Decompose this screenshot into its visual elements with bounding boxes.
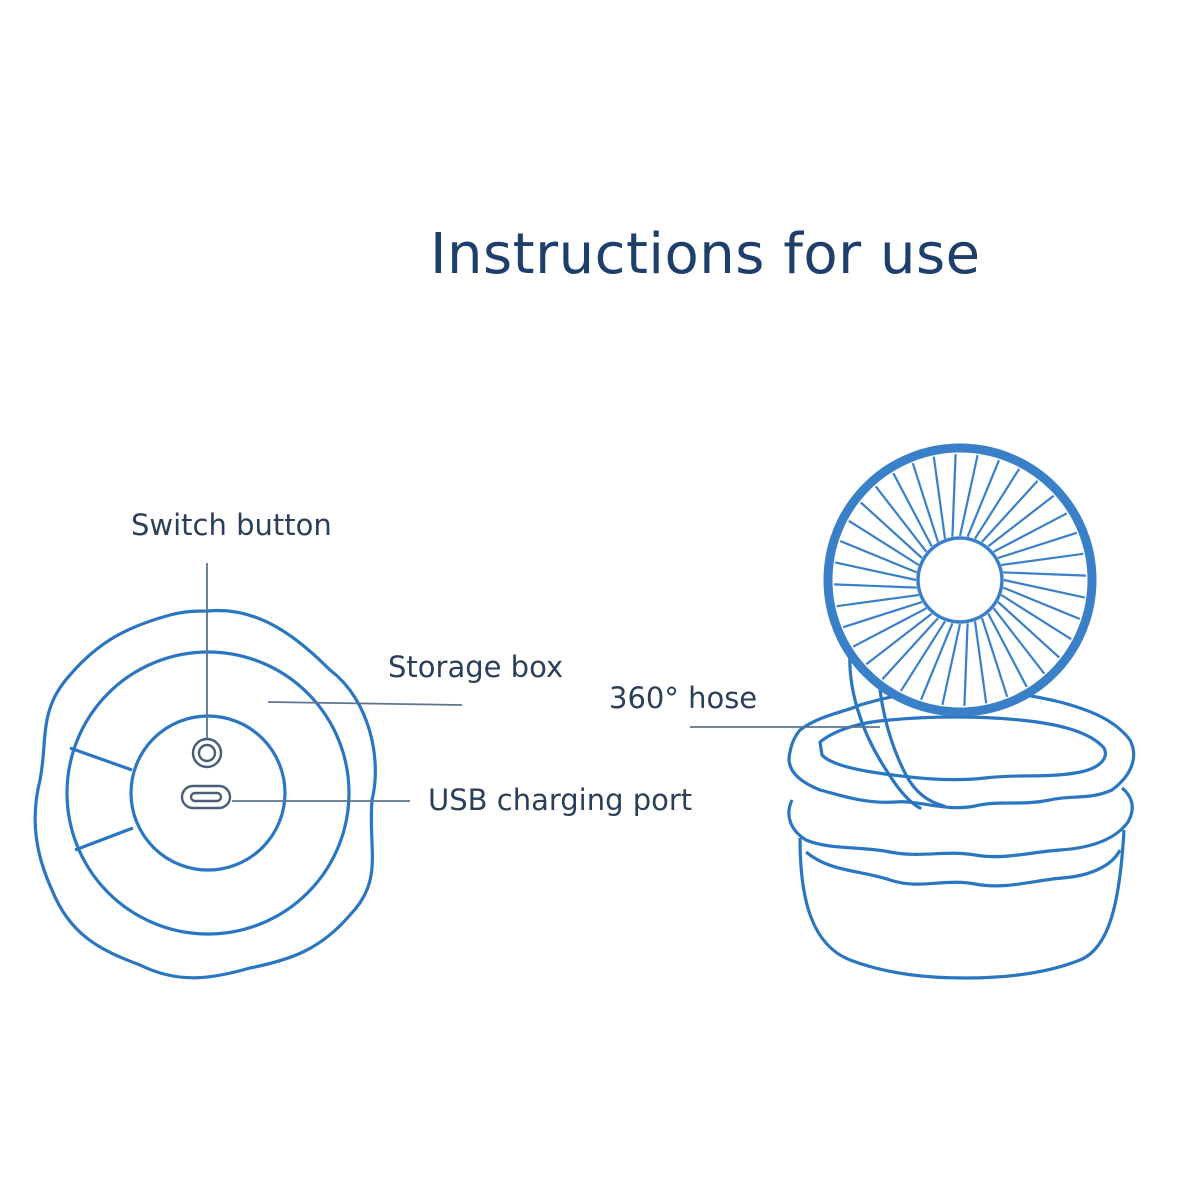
power-icon <box>191 737 223 769</box>
hose-label: 360° hose <box>609 681 758 715</box>
fan-blade <box>987 613 1028 688</box>
fan-blade <box>997 601 1061 659</box>
fan-blade <box>993 512 1068 553</box>
fan-blade <box>941 623 962 706</box>
storage-divider-upper <box>69 746 133 772</box>
fan-blade <box>1003 578 1086 599</box>
fan-blade <box>958 454 979 537</box>
control-panel-circle <box>129 714 287 872</box>
fan-blade <box>842 600 923 629</box>
base-middle-tier <box>787 786 1134 859</box>
fan-blade <box>1001 552 1084 567</box>
fan-blade <box>839 539 918 574</box>
fan-blade <box>932 456 947 539</box>
fan-blade <box>966 459 1001 538</box>
storage-leader-line <box>267 701 463 706</box>
fan-base-side-view <box>787 688 1136 980</box>
fan-blade <box>919 622 954 701</box>
base-top-view <box>33 608 377 980</box>
fan-blade <box>859 501 923 559</box>
fan-blade <box>951 454 957 537</box>
fan-blade <box>874 485 928 553</box>
fan-blade <box>997 531 1078 560</box>
fan-hub <box>916 536 1004 624</box>
hose-inner-edge <box>878 688 946 808</box>
storage-box-label: Storage box <box>388 650 564 684</box>
usb-charging-port-label: USB charging port <box>428 783 693 817</box>
fan-blade <box>836 593 919 608</box>
storage-divider-lower <box>74 826 134 852</box>
fan-blade <box>881 617 939 681</box>
fan-blade <box>974 468 1021 540</box>
base-top-inner <box>818 715 1107 782</box>
fan-blade <box>848 519 920 566</box>
fan-blade <box>987 494 1055 548</box>
fan-blade <box>892 472 933 547</box>
fan-blade <box>865 612 933 666</box>
fan-blade <box>834 583 917 589</box>
hose-outer-edge <box>848 650 922 810</box>
usb-c-port-icon <box>180 784 232 810</box>
fan-blade <box>963 623 969 706</box>
base-bottom-body <box>798 829 1126 980</box>
fan-head <box>823 443 1097 717</box>
leader-lines-left <box>206 563 463 802</box>
fan-blade <box>980 617 1009 698</box>
fan-blade <box>899 620 946 692</box>
fan-blade <box>992 607 1046 675</box>
base-outer-scalloped-edge <box>33 608 377 980</box>
fan-blade <box>981 479 1039 543</box>
hose <box>848 650 946 810</box>
fan-blades <box>834 454 1086 706</box>
fan-blade <box>1002 586 1081 621</box>
fan-blade <box>852 607 927 648</box>
fan-blade <box>973 621 988 704</box>
fan-blade <box>1003 571 1086 577</box>
switch-button-label: Switch button <box>131 508 332 542</box>
fan-blade <box>834 561 917 582</box>
fan-blade <box>911 462 940 543</box>
storage-box-ring <box>65 650 351 936</box>
page-title: Instructions for use <box>430 222 981 287</box>
fan-blade <box>1000 594 1072 641</box>
base-bottom-wave <box>804 849 1122 888</box>
